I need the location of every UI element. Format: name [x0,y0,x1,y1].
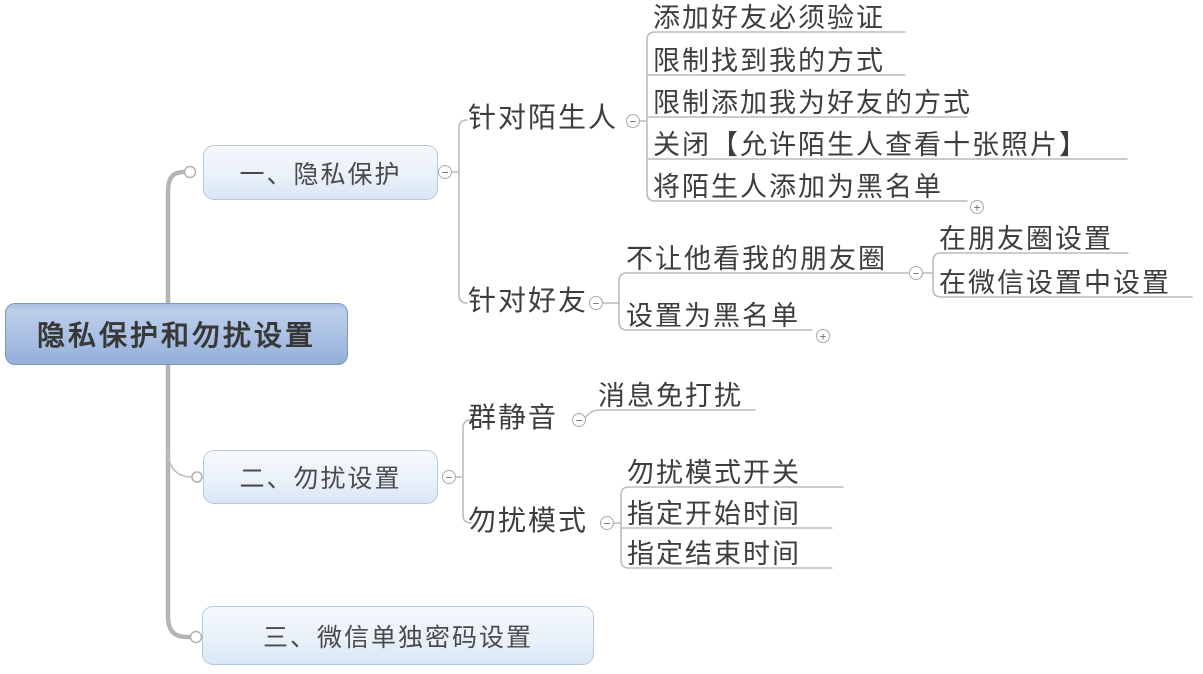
leaf-friend-verification[interactable]: 添加好友必须验证 [653,3,885,33]
collapse-button-strangers[interactable]: − [626,114,640,128]
bracket-groupmute [585,409,756,418]
leaf-set-in-moments[interactable]: 在朋友圈设置 [939,224,1113,254]
collapse-button-dnd-mode[interactable]: − [600,516,614,530]
leaf-dnd-switch[interactable]: 勿扰模式开关 [627,458,801,488]
anchor-dot [183,165,197,179]
leaf-limit-find-me[interactable]: 限制找到我的方式 [653,46,885,76]
leaf-stranger-blacklist[interactable]: 将陌生人添加为黑名单 [653,172,943,202]
leaf-close-ten-photos[interactable]: 关闭【允许陌生人查看十张照片】 [653,130,1088,160]
expand-button-stranger-blacklist[interactable]: + [970,200,984,214]
leaf-end-time[interactable]: 指定结束时间 [627,539,801,569]
leaf-hide-moments[interactable]: 不让他看我的朋友圈 [626,244,887,274]
bracket-privacy [451,119,468,304]
subtopic-friends[interactable]: 针对好友 [468,286,589,317]
bracket-dndmode [613,486,844,569]
bracket-friends [602,272,909,331]
main-topic-privacy[interactable]: 一、隐私保护 [203,145,438,200]
trunk-line [165,169,193,640]
leaf-limit-add-me[interactable]: 限制添加我为好友的方式 [653,88,972,118]
collapse-button-friends[interactable]: − [589,296,603,310]
collapse-button-privacy[interactable]: − [438,165,452,179]
bracket-strangers [639,31,1128,202]
collapse-button-hide-moments[interactable]: − [909,266,923,280]
leaf-set-blacklist[interactable]: 设置为黑名单 [626,301,800,331]
anchor-dot [191,471,203,483]
collapse-button-dnd[interactable]: − [442,470,456,484]
main-topic-wechat-password[interactable]: 三、微信单独密码设置 [202,606,594,665]
bracket-dnd [455,419,472,524]
main-topic-dnd[interactable]: 二、勿扰设置 [203,450,438,504]
connector-branch2 [167,449,193,478]
collapse-button-group-mute[interactable]: − [572,413,586,427]
subtopic-dnd-mode[interactable]: 勿扰模式 [468,506,589,537]
subtopic-strangers[interactable]: 针对陌生人 [468,103,619,134]
expand-button-set-blacklist[interactable]: + [816,329,830,343]
leaf-set-in-wechat-settings[interactable]: 在微信设置中设置 [939,268,1171,298]
anchor-dot [189,630,203,644]
leaf-start-time[interactable]: 指定开始时间 [627,499,801,529]
bracket-moments [922,252,1193,298]
root-topic[interactable]: 隐私保护和勿扰设置 [5,303,348,365]
subtopic-group-mute[interactable]: 群静音 [468,403,559,434]
leaf-message-mute[interactable]: 消息免打扰 [598,381,743,411]
